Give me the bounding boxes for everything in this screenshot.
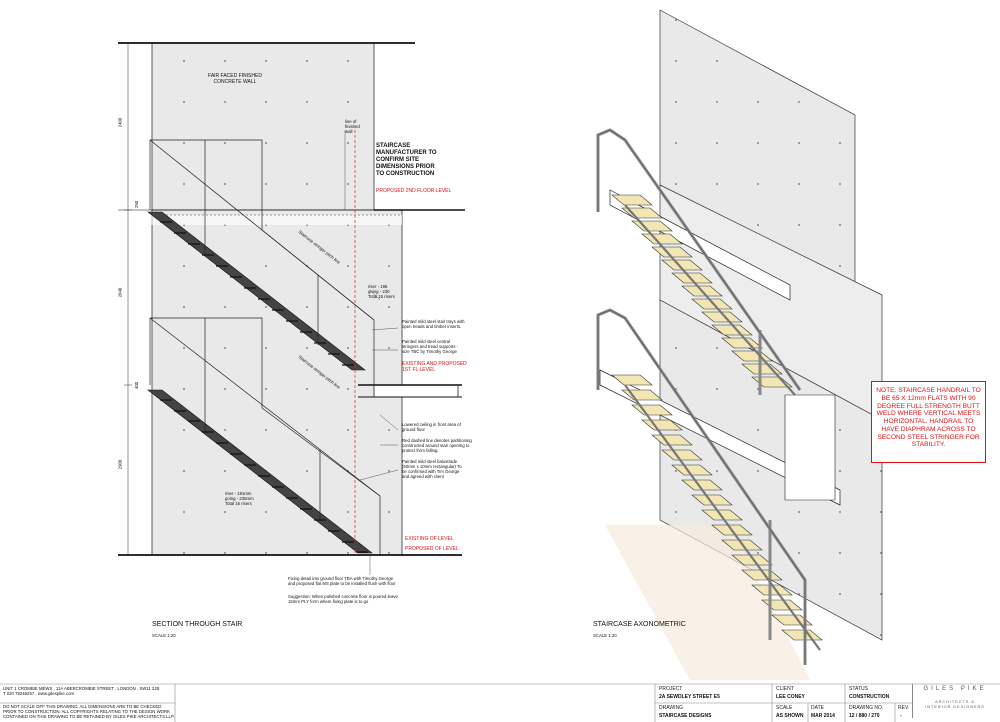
drawing-no-label: DRAWING NO.: [849, 705, 884, 711]
title-block-frame: [0, 683, 1000, 722]
section-title: SECTION THROUGH STAIR: [152, 621, 243, 628]
date-label: DATE: [811, 705, 824, 711]
client-label: CLIENT: [776, 686, 794, 692]
dim-small-2: 400: [134, 381, 140, 390]
note-balustrade: Painted mild steel balustrade (50mm x 10…: [402, 459, 462, 479]
upper-treads: [160, 221, 354, 366]
logo-name: GILES PIKE: [923, 686, 987, 692]
proposed-level-label: PROPOSED OF LEVEL: [405, 546, 459, 552]
dim-mid: 2840: [117, 287, 123, 298]
pitch-lower-label: riser - 181mm going - 235mm Total 16 ris…: [225, 491, 254, 506]
logo-subtitle: ARCHITECTS & INTERIOR DESIGNERS: [925, 700, 985, 710]
axo-scale: SCALE 1:20: [593, 633, 617, 638]
lower-stringer: [147, 389, 373, 554]
status-value: CONSTRUCTION: [849, 694, 890, 700]
axo-title: STAIRCASE AXONOMETRIC: [593, 621, 686, 628]
handrail-note-box: NOTE: STAIRCASE HANDRAIL TO BE 65 X 12mm…: [871, 381, 986, 463]
drawing-no-value: 12 / 880 / 270: [849, 713, 880, 719]
note-suggestion: Suggestion: When polished concrete floor…: [288, 594, 398, 604]
note-stringers: Painted mild steel central stringers and…: [402, 339, 459, 354]
rev-value: -: [900, 713, 902, 719]
drawing-value: STAIRCASE DESIGNS: [659, 713, 712, 719]
rev-label: REV.: [898, 705, 910, 711]
drawing-label: DRAWING: [659, 705, 683, 711]
note-red-dashed: Red dashed line denotes partitioning con…: [402, 438, 472, 453]
project-value: 2A SEWDLEY STREET E5: [659, 694, 720, 700]
section-drawing: [118, 42, 465, 575]
scale-label: SCALE: [776, 705, 793, 711]
upper-stringer: [147, 211, 366, 371]
dim-bot: 2900: [117, 459, 123, 470]
manufacturer-note: STAIRCASE MANUFACTURER TO CONFIRM SITE D…: [376, 143, 437, 177]
disclaimer: DO NOT SCALE OFF THIS DRAWING. ALL DIMEN…: [3, 704, 175, 719]
wall-label: FAIR FACED FINISHED CONCRETE WALL: [208, 73, 262, 85]
finished-wall-label: line of finished wall: [345, 119, 360, 134]
pitch-upper-label: riser - 195 going - 230 Total 15 risers: [368, 284, 395, 299]
concrete-wall-lower: [151, 209, 403, 556]
section-scale: SCALE 1:20: [152, 633, 176, 638]
date-value: MAR 2014: [811, 713, 835, 719]
client-value: LEE CONEY: [776, 694, 805, 700]
office-address: UNIT 1 CROMBIE MEWS , 11A ABERCROMBIE ST…: [3, 686, 160, 696]
note-treads: Painted mild steel stair trays with open…: [402, 319, 465, 329]
existing-level-label: EXISTING OF LEVEL: [405, 536, 454, 542]
dim-small-1: 250: [134, 200, 140, 209]
concrete-wall-upper: [151, 42, 375, 211]
scale-value: AS SHOWN: [776, 713, 804, 719]
axonometric-drawing: [596, 9, 883, 680]
proposed-2nd-floor-label: PROPOSED 2ND FLOOR LEVEL: [376, 188, 452, 194]
handrail-note: NOTE: STAIRCASE HANDRAIL TO BE 65 X 12mm…: [876, 387, 981, 449]
company-logo: GILES PIKE ARCHITECTS & INTERIOR DESIGNE…: [912, 684, 997, 718]
note-fixing: Fixing detail into ground floor TBA with…: [288, 576, 396, 586]
note-ceiling: Lowered ceiling in front area of ground …: [402, 422, 461, 432]
existing-1st-fl-label: EXISTING AND PROPOSED 1ST FL LEVEL: [402, 361, 467, 373]
lower-treads: [160, 399, 368, 553]
dim-top: 2400: [117, 117, 123, 128]
status-label: STATUS: [849, 686, 868, 692]
project-label: PROJECT: [659, 686, 683, 692]
